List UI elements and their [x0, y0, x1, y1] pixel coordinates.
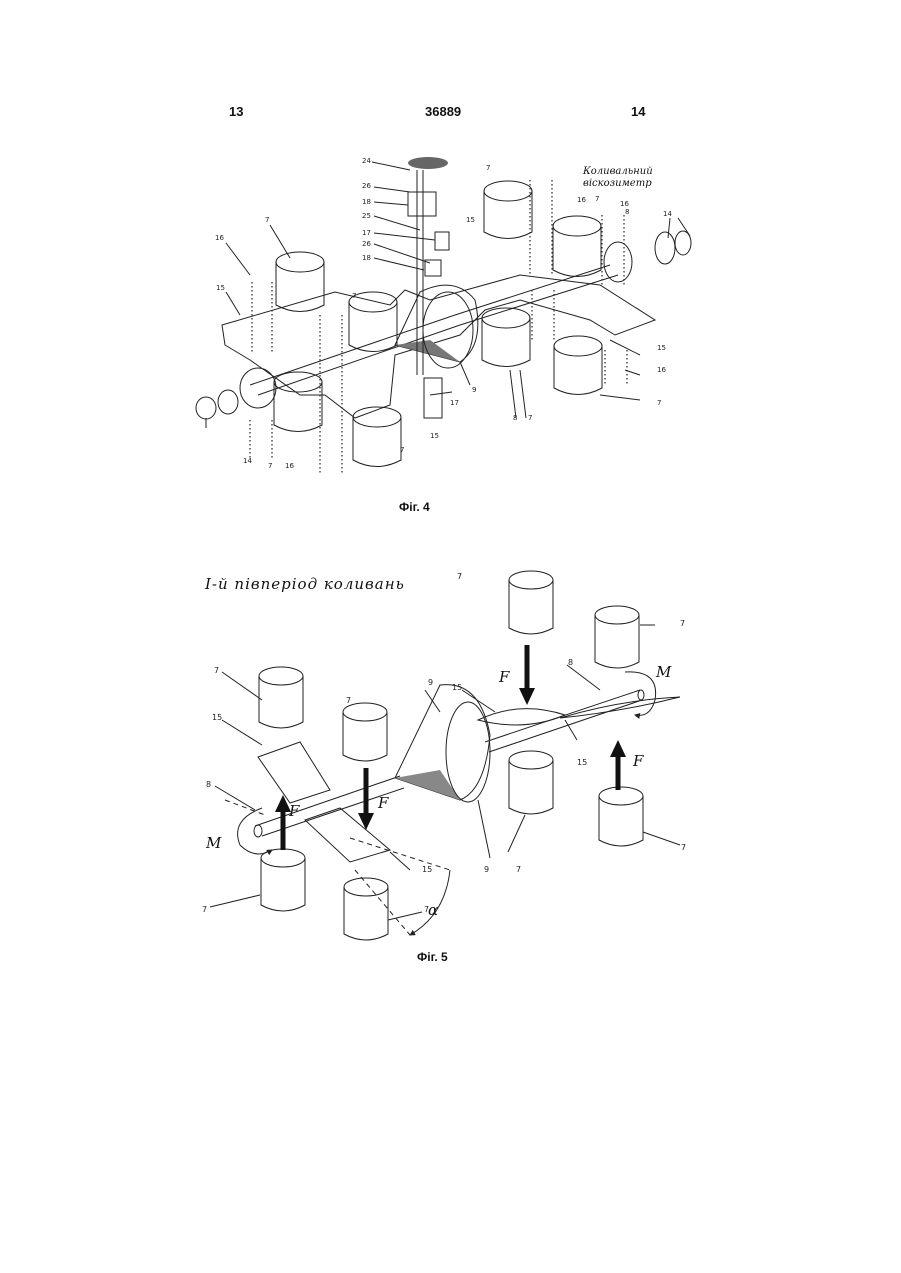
fig5-label-7e: 7	[681, 843, 686, 852]
fig5-funnel	[395, 685, 490, 802]
fig4-label-24: 24	[362, 157, 371, 165]
fig4-sensor-17b	[424, 378, 442, 418]
fig5-leader-lines	[210, 625, 680, 920]
fig5-label-7a: 7	[457, 572, 462, 581]
fig4-magnets	[274, 181, 602, 467]
fig5-label-15d: 15	[422, 865, 432, 874]
fig5-drawing: 7 7 7 7 7 7 7 7 9 9 15 15 15 15 8 8 M M …	[202, 571, 686, 940]
fig4-shaft	[250, 265, 618, 395]
fig5-label-7d: 7	[346, 696, 351, 705]
fig5-plate-lower-left	[305, 808, 390, 862]
fig4-knob-left	[196, 368, 276, 428]
fig4-label-18b: 18	[362, 254, 371, 262]
fig5-moment-left	[238, 808, 272, 854]
fig5-label-15a: 15	[212, 713, 222, 722]
fig4-label-16c: 16	[620, 200, 629, 208]
fig4-label-7a: 7	[265, 216, 269, 224]
fig4-drawing: 24 26 18 25 17 26 18 7 7 7 7 7 7 7 7 16 …	[196, 157, 691, 475]
fig5-label-F-left: F	[288, 802, 300, 820]
fig5-label-M-right: M	[655, 663, 672, 681]
fig4-top-knob	[408, 157, 448, 169]
fig5-dashed-lines	[225, 800, 450, 935]
fig5-label-9b: 9	[484, 865, 489, 874]
fig5-plate-right-upper	[478, 709, 565, 725]
fig4-label-18a: 18	[362, 198, 371, 206]
fig4-block-18	[408, 192, 436, 216]
fig4-label-8b: 8	[513, 414, 517, 422]
fig4-funnel	[395, 285, 478, 368]
fig5-label-F-top: F	[498, 668, 510, 686]
fig5-label-15c: 15	[577, 758, 587, 767]
fig4-label-7b: 7	[352, 292, 356, 300]
fig4-label-17a: 17	[362, 229, 371, 237]
fig4-label-7g: 7	[268, 462, 272, 470]
fig5-force-arrows	[275, 645, 626, 850]
fig4-label-16e: 16	[285, 462, 294, 470]
fig4-label-7c: 7	[486, 164, 490, 172]
fig4-label-16d: 16	[657, 366, 666, 374]
fig5-label-F-mid: F	[377, 794, 389, 812]
fig4-label-15a: 15	[216, 284, 225, 292]
fig5-label-F-right: F	[632, 752, 644, 770]
fig4-label-9: 9	[472, 386, 476, 394]
fig4-label-15c: 15	[657, 344, 666, 352]
fig5-label-M-left: M	[205, 834, 222, 852]
fig5-label-7f: 7	[516, 865, 521, 874]
fig5-plate-upper-left	[258, 742, 330, 803]
fig4-label-26a: 26	[362, 182, 371, 190]
fig4-label-7h: 7	[400, 446, 404, 454]
fig5-label-15b: 15	[452, 683, 462, 692]
fig4-label-26b: 26	[362, 240, 371, 248]
fig4-label-16b: 16	[577, 196, 586, 204]
fig4-sensor-17a	[435, 232, 449, 250]
fig4-knob-right	[604, 231, 691, 282]
fig4-label-17b: 17	[450, 399, 459, 407]
fig5-label-8b: 8	[568, 658, 573, 667]
fig4-label-7f: 7	[657, 399, 661, 407]
fig5-label-7c: 7	[214, 666, 219, 675]
fig4-label-8a: 8	[625, 208, 629, 216]
fig4-label-7d: 7	[595, 195, 599, 203]
fig4-label-15b: 15	[466, 216, 475, 224]
fig4-label-16a: 16	[215, 234, 224, 242]
fig5-label-9a: 9	[428, 678, 433, 687]
fig4-label-15d: 15	[430, 432, 439, 440]
fig5-label-7b: 7	[680, 619, 685, 628]
fig4-label-25: 25	[362, 212, 371, 220]
fig4-label-7e: 7	[528, 414, 532, 422]
fig4-labels: 24 26 18 25 17 26 18 7 7 7 7 7 7 7 7 16 …	[215, 157, 672, 470]
fig5-label-alpha: α	[428, 901, 438, 919]
fig5-label-7g: 7	[202, 905, 207, 914]
fig5-magnets	[259, 571, 643, 940]
fig5-label-8a: 8	[206, 780, 211, 789]
fig4-label-14a: 14	[663, 210, 672, 218]
fig4-label-14b: 14	[243, 457, 252, 465]
